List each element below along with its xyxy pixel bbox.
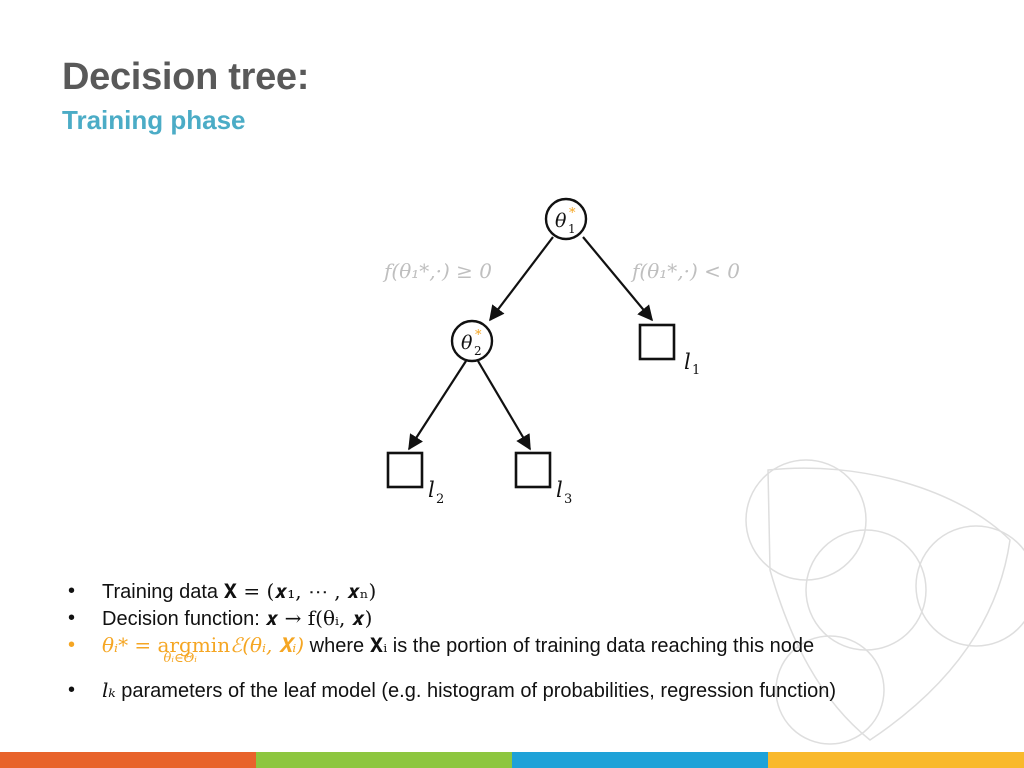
circles-cluster-logo-icon — [745, 459, 1024, 745]
footer-segment-green — [256, 752, 512, 768]
leaf-node-l2: l 2 — [386, 451, 444, 507]
split-node-sup: * — [475, 328, 482, 343]
bullet-marker: • — [68, 634, 76, 656]
edge-label-left: f(θ₁*,·) ≥ 0 — [382, 259, 492, 283]
bullet-decision-function-text: Decision function: — [102, 608, 266, 630]
argmin-lhs: θᵢ* = — [102, 633, 158, 657]
footer-color-bar — [0, 752, 1024, 768]
edge-split-to-leaf-l2 — [408, 360, 467, 451]
slide-subtitle: Training phase — [62, 105, 246, 135]
bullet-training-data: • Training data 𝐗 = (𝒙₁, ⋯ , 𝒙ₙ) — [68, 578, 836, 605]
leaf-param-symbol: lₖ — [102, 678, 116, 702]
bullet-marker: • — [68, 679, 76, 701]
argmin-subscript: θᵢ∈Θᵢ — [163, 651, 197, 666]
edge-split-to-leaf-l3 — [477, 360, 531, 451]
leaf-node-l1: l 1 — [638, 323, 700, 378]
argmin-x-symbol: 𝐗ᵢ — [369, 633, 388, 657]
argmin-op-text: argmin — [157, 633, 231, 657]
bullet-training-data-math: 𝐗 = (𝒙₁, ⋯ , 𝒙ₙ) — [223, 579, 377, 603]
argmin-text-rest: is the portion of training data reaching… — [387, 635, 815, 657]
edge-root-to-split — [489, 236, 554, 322]
bullet-marker: • — [68, 580, 76, 602]
leaf-l2-symbol: l — [428, 478, 435, 502]
edge-root-to-leaf-l1 — [582, 236, 653, 322]
leaf-l1-symbol: l — [684, 350, 691, 374]
split-node-sub: 2 — [474, 344, 482, 358]
bullet-marker: • — [68, 607, 76, 629]
bullet-decision-function-math: 𝒙 → f(θᵢ, 𝒙) — [265, 606, 373, 630]
leaf-l3-symbol: l — [556, 478, 563, 502]
bullet-training-data-text: Training data — [102, 581, 224, 603]
root-node: θ 1 * — [544, 197, 588, 241]
leaf-node-l3: l 3 — [514, 451, 572, 507]
root-node-symbol: θ — [555, 210, 567, 232]
root-node-sup: * — [569, 206, 576, 221]
argmin-rhs: ℰ(θᵢ, 𝐗ᵢ) — [230, 633, 305, 657]
bullet-list: • Training data 𝐗 = (𝒙₁, ⋯ , 𝒙ₙ) • Decis… — [68, 578, 836, 704]
argmin-text-where: where — [304, 635, 370, 657]
leaf-l3-sub: 3 — [564, 492, 572, 507]
leaf-param-text: parameters of the leaf model (e.g. histo… — [115, 680, 837, 702]
leaf-l2-sub: 2 — [436, 492, 444, 507]
bullet-decision-function: • Decision function: 𝒙 → f(θᵢ, 𝒙) — [68, 605, 836, 632]
edge-label-right: f(θ₁*,·) < 0 — [630, 259, 740, 283]
slide-title: Decision tree: — [62, 56, 310, 98]
footer-segment-orange — [0, 752, 256, 768]
split-node-symbol: θ — [461, 332, 473, 354]
split-node: θ 2 * — [450, 319, 494, 363]
root-node-sub: 1 — [568, 222, 576, 236]
bullet-leaf-params: • lₖ parameters of the leaf model (e.g. … — [68, 677, 836, 704]
footer-segment-blue — [512, 752, 768, 768]
footer-segment-yellow — [768, 752, 1024, 768]
leaf-l1-sub: 1 — [692, 363, 700, 378]
